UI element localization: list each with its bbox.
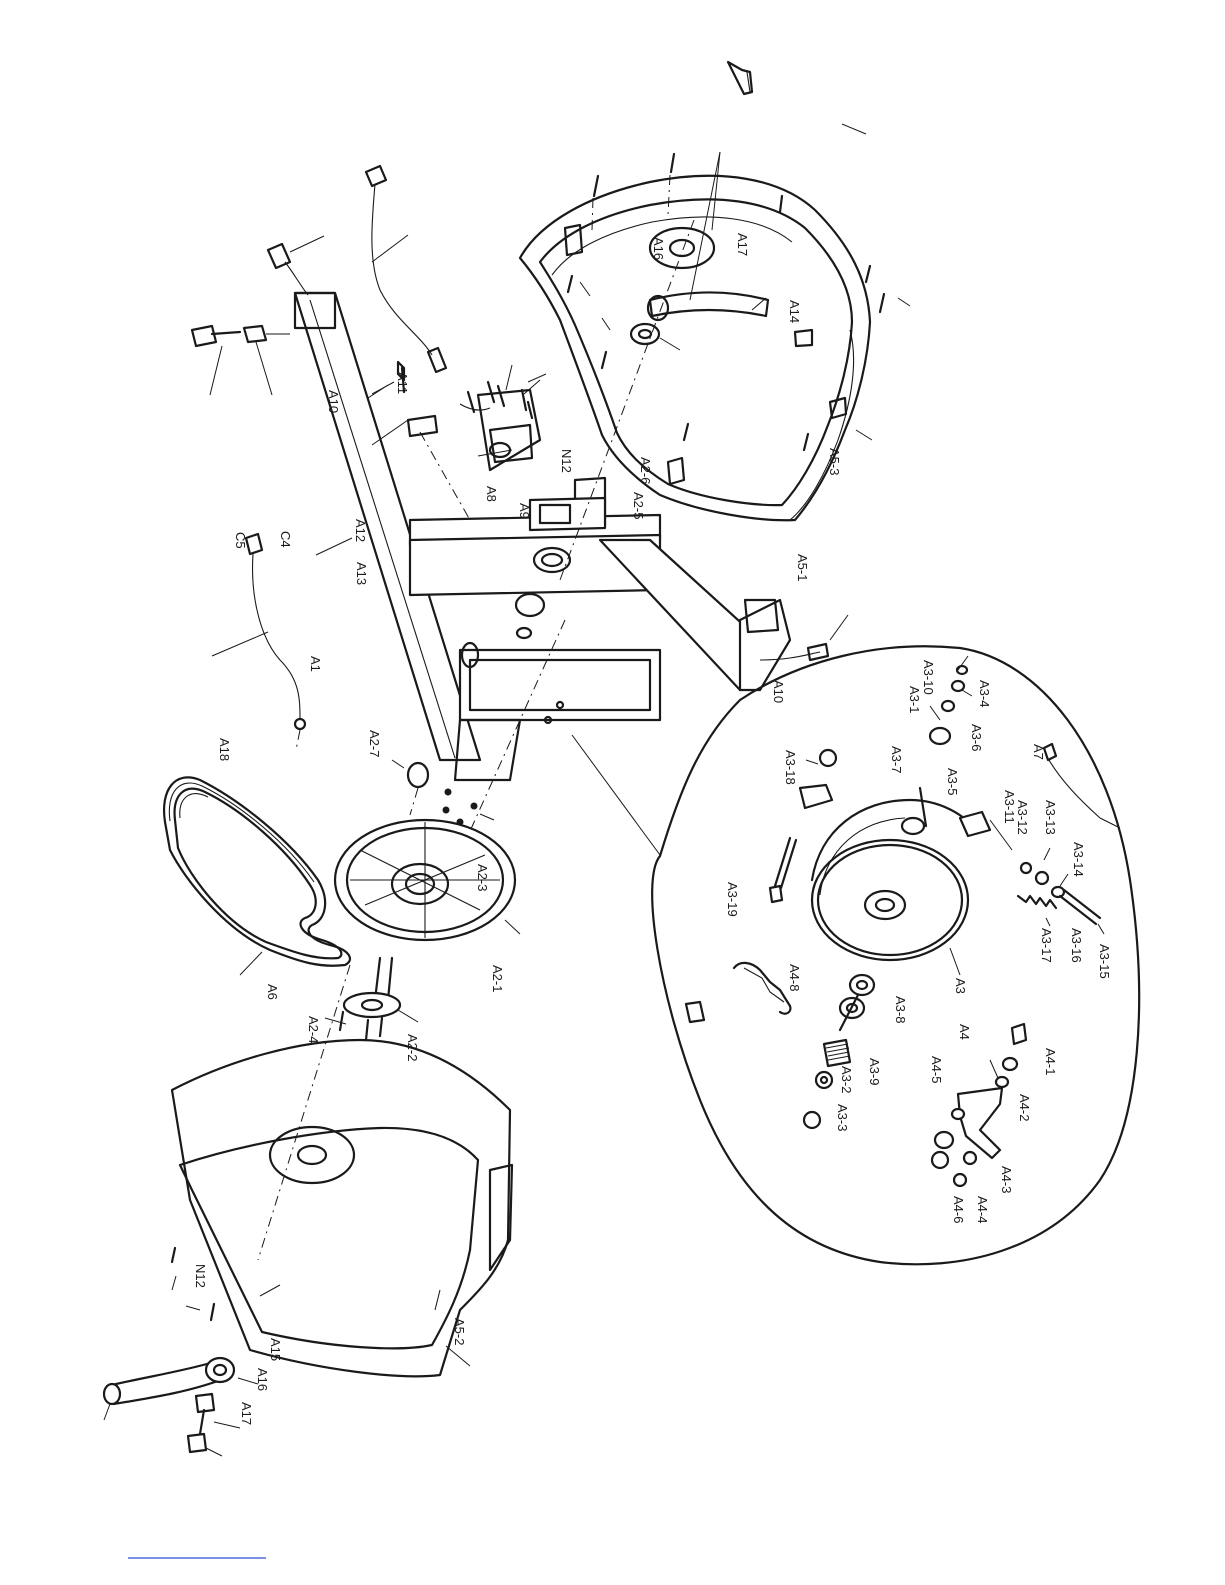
label-a3-14: A3-14: [1071, 842, 1086, 877]
label-a2-5: A2-5: [631, 492, 646, 519]
label-a18: A18: [217, 738, 232, 761]
label-a3-15: A3-15: [1097, 944, 1112, 979]
small-knob: [686, 1002, 704, 1022]
label-a4: A4: [957, 1024, 972, 1040]
label-a4-4: A4-4: [975, 1196, 990, 1223]
label-a13: A13: [354, 562, 369, 585]
label-a7: A7: [1031, 744, 1046, 760]
label-a16-top: A16: [651, 237, 666, 260]
label-a2-7: A2-7: [367, 730, 382, 757]
label-c5: C5: [233, 532, 248, 549]
label-a3-8: A3-8: [893, 996, 908, 1023]
flywheel-assembly: [734, 656, 1120, 1186]
label-a2-1: A2-1: [490, 965, 505, 992]
label-a4-2: A4-2: [1017, 1094, 1032, 1121]
label-a3: A3: [953, 978, 968, 994]
label-a2-4: A2-4: [306, 1016, 321, 1043]
label-a3-4: A3-4: [977, 680, 992, 707]
label-a3-13: A3-13: [1043, 800, 1058, 835]
label-a9: A9: [517, 503, 532, 519]
top-screw: [728, 62, 866, 134]
label-a3-5: A3-5: [945, 768, 960, 795]
label-a17-top: A17: [735, 233, 750, 256]
label-a17-bottom: A17: [239, 1402, 254, 1425]
label-a3-12: A3-12: [1015, 800, 1030, 835]
label-a14: A14: [787, 300, 802, 323]
label-a5-2: A5-2: [452, 1318, 467, 1345]
label-a4-1: A4-1: [1043, 1048, 1058, 1075]
label-a3-7: A3-7: [889, 746, 904, 773]
label-a4-3: A4-3: [999, 1166, 1014, 1193]
label-a4-5: A4-5: [929, 1056, 944, 1083]
label-a3-1: A3-1: [907, 686, 922, 713]
drive-belt: [164, 777, 350, 975]
label-a3-3: A3-3: [835, 1104, 850, 1131]
label-a10-right: A10: [771, 680, 786, 703]
label-a15: A15: [268, 1338, 283, 1361]
label-n12-bottom: N12: [193, 1264, 208, 1288]
label-a4-8: A4-8: [787, 964, 802, 991]
label-a8: A8: [484, 486, 499, 502]
label-a3-19: A3-19: [725, 882, 740, 917]
label-a2-3: A2-3: [475, 864, 490, 891]
label-a10-top: A10: [326, 390, 341, 413]
right-side-cover: [520, 152, 910, 520]
left-side-cover: [172, 965, 512, 1376]
label-a11: A11: [395, 372, 410, 394]
label-a3-18: A3-18: [783, 750, 798, 785]
label-a12: A12: [353, 519, 368, 542]
label-a2-6: A2-6: [638, 457, 653, 484]
label-a5-3: A5-3: [827, 448, 842, 475]
label-n12-top: N12: [559, 449, 574, 473]
left-crank-arm: [104, 1358, 258, 1456]
label-a3-2: A3-2: [839, 1066, 854, 1093]
label-a4-6: A4-6: [951, 1196, 966, 1223]
label-a2-2: A2-2: [405, 1034, 420, 1061]
label-a1: A1: [308, 656, 323, 672]
label-a5-1: A5-1: [795, 554, 810, 581]
label-a16-bottom: A16: [255, 1368, 270, 1391]
label-a6: A6: [265, 984, 280, 1000]
label-a3-11: A3-11: [1002, 790, 1017, 824]
label-c4: C4: [278, 531, 293, 548]
label-a3-16: A3-16: [1069, 928, 1084, 963]
pulley-assembly: [325, 760, 520, 1040]
label-a3-9: A3-9: [867, 1058, 882, 1085]
label-a3-17: A3-17: [1039, 928, 1054, 963]
label-a3-6: A3-6: [969, 724, 984, 751]
label-a3-10: A3-10: [921, 660, 936, 695]
